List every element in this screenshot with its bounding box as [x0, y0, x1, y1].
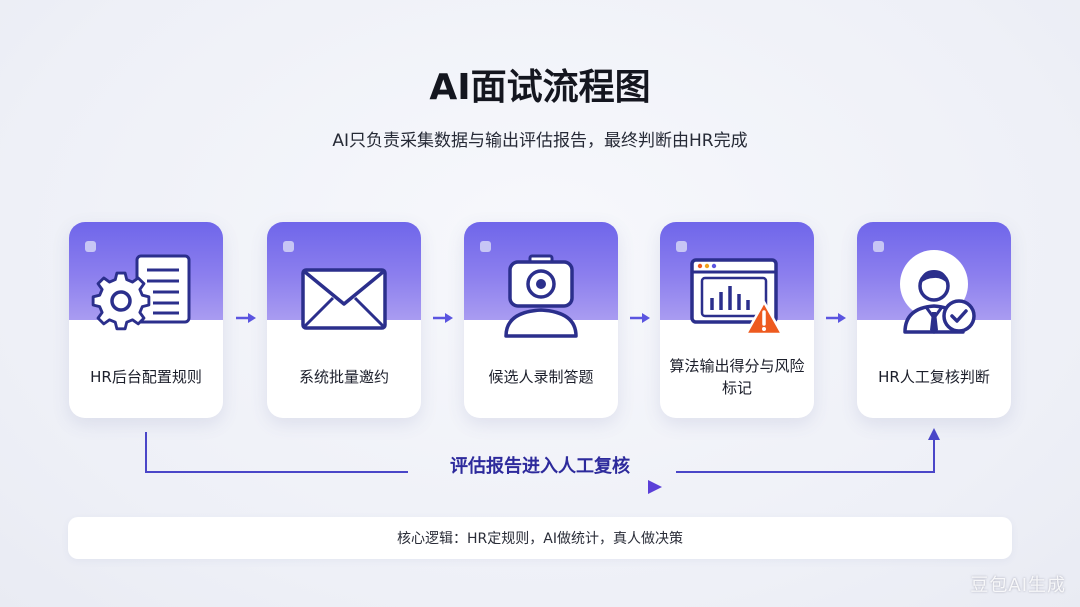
arrow-right-icon	[826, 313, 846, 323]
chart-warning-icon	[660, 250, 814, 350]
core-logic-text: 核心逻辑：HR定规则，AI做统计，真人做决策	[397, 531, 683, 547]
card-dot	[283, 241, 294, 252]
card-dot	[873, 241, 884, 252]
gear-document-icon	[69, 250, 223, 350]
step-card-config-rules: HR后台配置规则	[69, 222, 223, 418]
arrow-right-icon	[630, 313, 650, 323]
page-subtitle: AI只负责采集数据与输出评估报告，最终判断由HR完成	[332, 131, 748, 151]
page-title: AI面试流程图	[429, 67, 651, 108]
watermark: 豆包AI生成	[970, 575, 1066, 596]
step-label: HR人工复核判断	[878, 368, 990, 386]
manager-check-icon	[857, 250, 1011, 350]
step-label: HR后台配置规则	[90, 368, 202, 386]
camera-person-icon	[464, 250, 618, 350]
card-dot	[480, 241, 491, 252]
step-card-hr-review: HR人工复核判断	[857, 222, 1011, 418]
flow-label: 评估报告进入人工复核	[450, 456, 630, 477]
envelope-icon	[267, 250, 421, 350]
step-label: 系统批量邀约	[298, 368, 389, 386]
step-label: 候选人录制答题	[488, 368, 594, 386]
card-dot	[676, 241, 687, 252]
core-logic-box: 核心逻辑：HR定规则，AI做统计，真人做决策	[68, 517, 1012, 559]
arrow-right-icon	[236, 313, 256, 323]
step-card-batch-invite: 系统批量邀约	[267, 222, 421, 418]
step-label: 算法输出得分与风险标记	[669, 357, 805, 397]
step-card-algorithm-score: 算法输出得分与风险标记	[660, 222, 814, 418]
card-dot	[85, 241, 96, 252]
arrow-right-icon	[433, 313, 453, 323]
step-card-candidate-record: 候选人录制答题	[464, 222, 618, 418]
